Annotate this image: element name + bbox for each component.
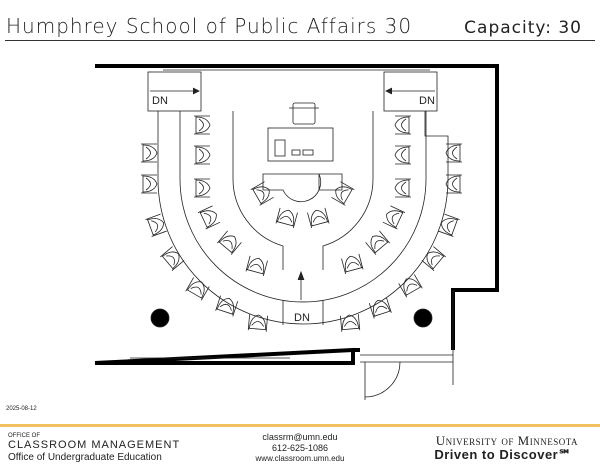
aisle-label: DN xyxy=(294,312,310,324)
chair xyxy=(365,230,390,255)
instructor-table xyxy=(267,127,334,162)
chair xyxy=(394,178,411,198)
chair xyxy=(394,115,411,135)
document-camera xyxy=(292,102,316,125)
page-title: Humphrey School of Public Affairs 30 xyxy=(6,14,413,38)
classroom-management: CLASSROOM MANAGEMENT xyxy=(8,439,181,451)
inner-tier xyxy=(232,111,374,270)
chair xyxy=(194,115,211,135)
chair xyxy=(307,207,330,229)
aisle-arrow xyxy=(297,270,305,300)
outer-tier xyxy=(157,111,449,325)
chair xyxy=(247,314,268,332)
outer-tier-inner xyxy=(179,111,427,303)
header-divider xyxy=(5,40,595,41)
chair xyxy=(215,295,239,317)
equipment xyxy=(302,149,314,156)
stair-label-left: DN xyxy=(152,95,168,107)
chair xyxy=(438,213,460,237)
chair xyxy=(141,174,158,194)
chair xyxy=(394,145,411,165)
chair xyxy=(331,181,355,206)
chair xyxy=(275,207,298,229)
capacity-label: Capacity: 30 xyxy=(464,18,582,38)
chair xyxy=(445,174,462,194)
equipment xyxy=(274,139,286,157)
email-link[interactable]: classrm@umn.edu xyxy=(262,432,338,442)
date: 2025-08-12 xyxy=(6,406,37,412)
stair-arrow-left xyxy=(150,87,200,95)
stair-label-right: DN xyxy=(419,95,435,107)
tagline: Driven to Discover℠ xyxy=(434,447,572,462)
column xyxy=(413,308,433,328)
chair xyxy=(398,274,423,298)
chairs xyxy=(141,115,462,332)
chair xyxy=(421,246,446,271)
chair xyxy=(194,145,211,165)
equipment xyxy=(291,149,301,156)
chair xyxy=(445,143,462,163)
footer-divider xyxy=(0,424,600,427)
stair-arrow-right xyxy=(385,87,435,95)
chair xyxy=(141,143,158,163)
door xyxy=(360,290,454,400)
chair xyxy=(250,181,274,206)
column xyxy=(150,308,170,328)
undergrad-office: Office of Undergraduate Education xyxy=(8,452,162,463)
office-of: OFFICE OF xyxy=(8,433,40,439)
chair xyxy=(340,314,361,332)
lectern xyxy=(262,173,343,203)
chair xyxy=(382,205,406,230)
chair xyxy=(368,297,392,319)
stair-right xyxy=(383,71,438,112)
chair xyxy=(145,213,167,237)
chair xyxy=(197,205,221,230)
phone: 612-625-1086 xyxy=(271,443,329,453)
chair xyxy=(217,230,242,255)
aisle xyxy=(282,300,324,325)
chair xyxy=(185,277,210,301)
chair xyxy=(194,178,211,198)
chair xyxy=(160,246,185,271)
chair xyxy=(341,253,364,275)
university-name: University of Minnesota xyxy=(435,433,578,448)
website-link[interactable]: www.classroom.umn.edu xyxy=(255,454,345,463)
chair xyxy=(245,255,268,277)
floor-plan: DN DN DN xyxy=(94,64,499,400)
stair-left xyxy=(147,71,202,112)
